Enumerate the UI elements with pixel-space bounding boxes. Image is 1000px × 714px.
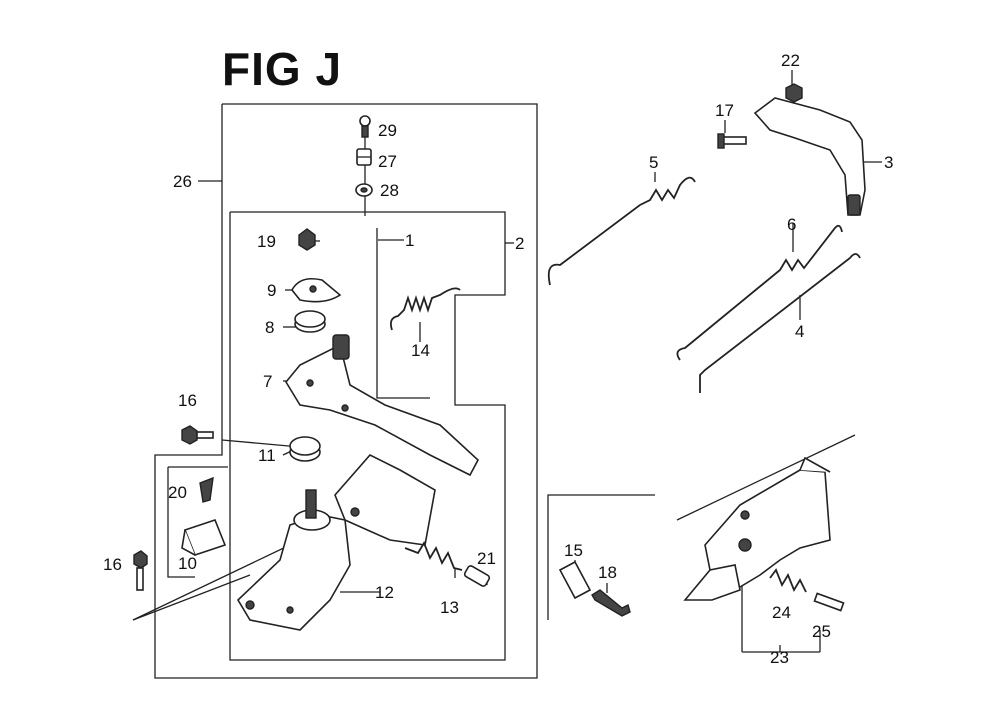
callout-22: 22: [781, 51, 800, 70]
washer-8: [294, 310, 326, 333]
bolt-25: [813, 592, 845, 612]
figure-title: FIG J: [222, 43, 343, 95]
callout-28: 28: [380, 181, 399, 200]
callout-14: 14: [411, 341, 430, 360]
callout-1: 1: [405, 231, 414, 250]
callout-2: 2: [515, 234, 524, 253]
spring-14: [389, 287, 461, 331]
callout-10: 10: [178, 554, 197, 573]
lever-7: [285, 334, 479, 477]
callout-23: 23: [770, 648, 789, 667]
callout-21: 21: [477, 549, 496, 568]
callout-11: 11: [258, 446, 276, 465]
callout-26: 26: [173, 172, 192, 191]
callout-18: 18: [598, 563, 617, 582]
nut-22: [785, 83, 803, 103]
callout-19: 19: [257, 232, 276, 251]
base-plate-12: [236, 454, 436, 631]
callout-15: 15: [564, 541, 583, 560]
callout-8: 8: [265, 318, 274, 337]
spring-13: [404, 540, 463, 571]
spring-24: [769, 568, 807, 593]
assembly-frame-1: [376, 228, 430, 399]
screw-29: [359, 115, 371, 138]
sleeve-15: [558, 560, 592, 600]
assembly-frame-2: [229, 211, 506, 661]
callout-17: 17: [715, 101, 734, 120]
callout-6: 6: [787, 215, 796, 234]
callout-4: 4: [795, 322, 804, 341]
bolt-20: [199, 476, 214, 503]
callout-29: 29: [378, 121, 397, 140]
assembly-frame-26: [154, 103, 538, 679]
callout-16-lower: 16: [103, 555, 122, 574]
callout-12: 12: [375, 583, 394, 602]
callout-16-upper: 16: [178, 391, 197, 410]
bolt-16-lower: [133, 550, 148, 591]
callout-3: 3: [884, 153, 893, 172]
bolt-18: [591, 589, 631, 617]
callout-20: 20: [168, 483, 187, 502]
callout-9: 9: [267, 281, 276, 300]
bolt-16-upper: [181, 425, 214, 445]
rod-4: [699, 253, 861, 393]
nut-19: [298, 228, 316, 251]
bolt-17: [717, 133, 747, 149]
callout-27: 27: [378, 152, 397, 171]
callout-7: 7: [263, 372, 272, 391]
plate-9: [291, 277, 342, 303]
callout-25: 25: [812, 622, 831, 641]
washer-11: [289, 436, 321, 462]
subassembly-frame-10: [167, 466, 228, 578]
washer-28: [355, 183, 373, 197]
bracket-10: [181, 519, 227, 556]
callout-13: 13: [440, 598, 459, 617]
nut-27: [356, 148, 372, 166]
spring-rod-5: [547, 176, 696, 286]
lever-3: [753, 97, 866, 216]
section-divider-lines: [547, 434, 856, 620]
bracket-assembly-23: [683, 456, 831, 601]
callout-labels: 1 2 3 4 5 6 7 8 9 10 11 12 13 14 15 16 1…: [103, 51, 893, 667]
callout-5: 5: [649, 153, 658, 172]
bolt-21: [463, 565, 491, 587]
callout-24: 24: [772, 603, 791, 622]
spring-rod-6: [676, 224, 843, 361]
